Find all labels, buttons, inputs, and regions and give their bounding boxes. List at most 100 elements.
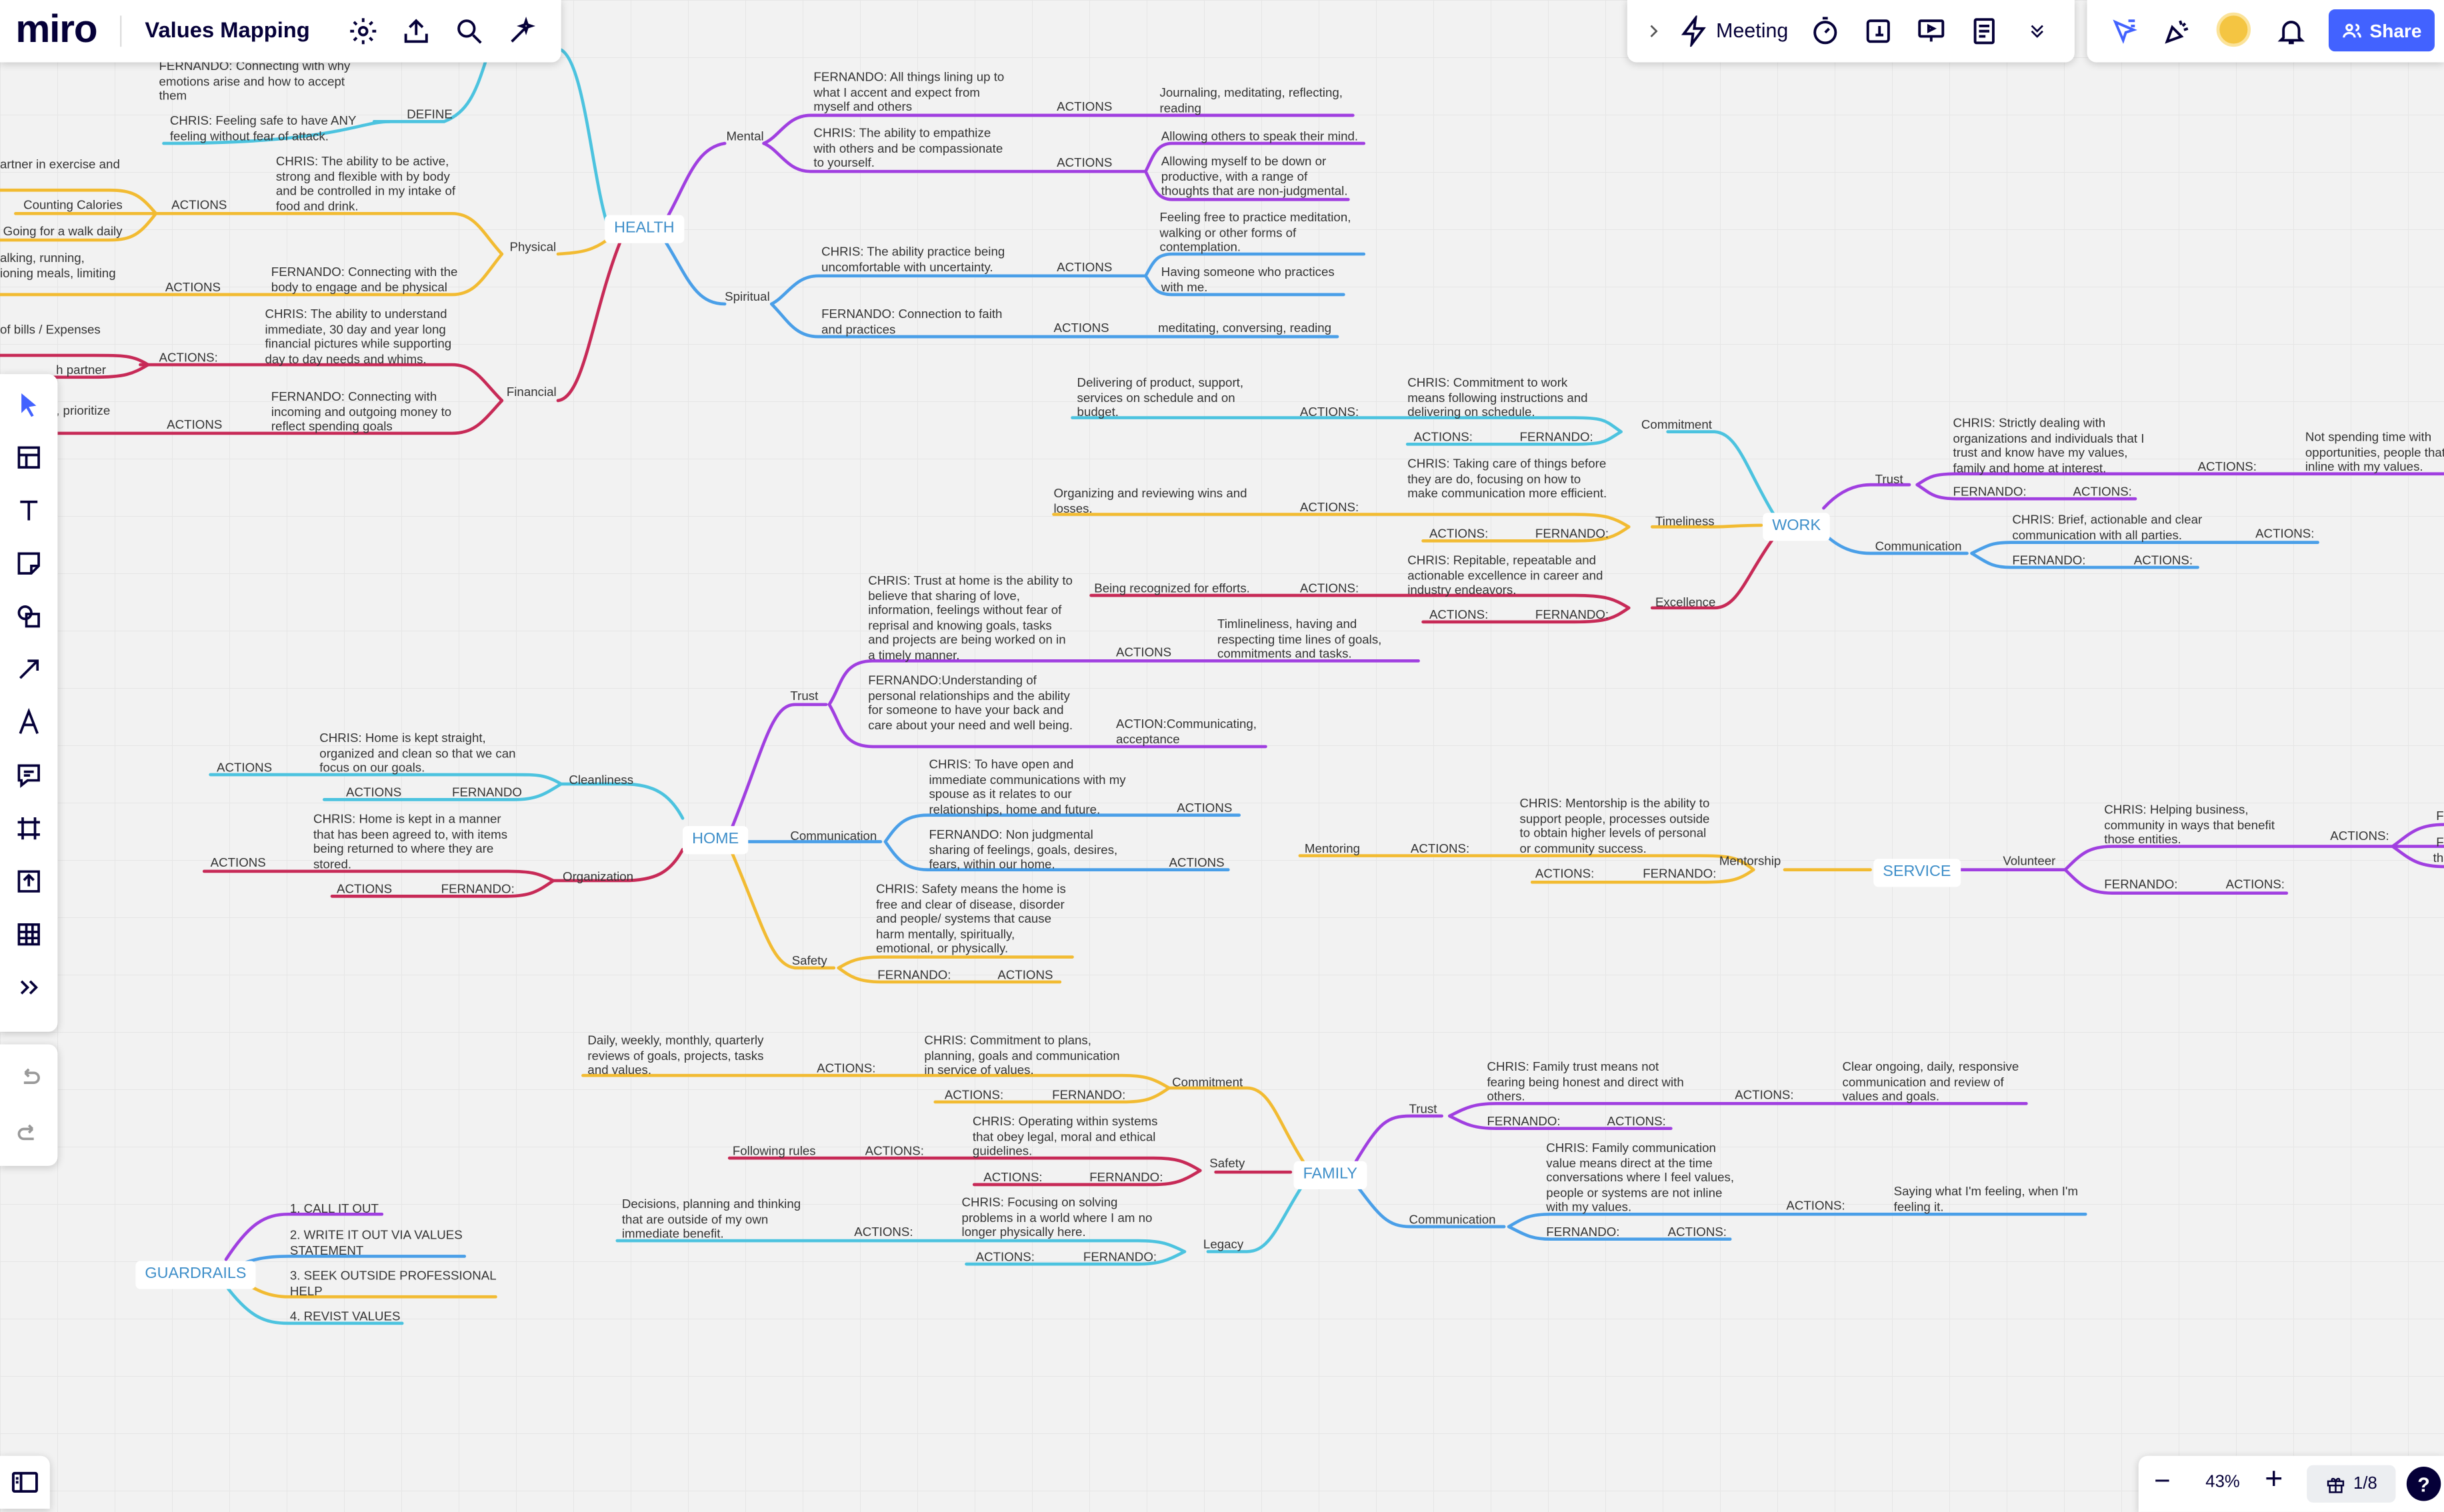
mindmap-node[interactable]: FERNANDO: Connecting with why emotions a…	[159, 59, 351, 103]
presentation-icon[interactable]	[1908, 8, 1955, 55]
mindmap-node[interactable]: Delivering of product, support, services…	[1077, 375, 1244, 420]
mindmap-node[interactable]: FERNANDO: Connecting with the body to en…	[271, 265, 458, 294]
mindmap-node[interactable]: ACTIONS:	[2133, 553, 2193, 568]
mindmap-node[interactable]: artner in exercise and	[0, 157, 120, 172]
mindmap-node[interactable]: FERNANDO:	[1953, 485, 2027, 499]
magic-wand-icon[interactable]	[499, 8, 545, 55]
mindmap-node[interactable]: ACTIONS	[1116, 645, 1172, 659]
miro-logo[interactable]: miro	[15, 7, 97, 52]
mindmap-node[interactable]: FERNANDO:Understanding of personal relat…	[868, 673, 1073, 733]
mindmap-node[interactable]: Going for a walk daily	[3, 224, 123, 239]
mindmap-node[interactable]: F	[2436, 835, 2444, 850]
mindmap-node[interactable]: ACTIONS:	[1535, 866, 1595, 881]
mindmap-node[interactable]: DEFINE	[407, 107, 453, 122]
hub-family[interactable]: FAMILY	[1293, 1161, 1367, 1189]
chevron-double-down-icon[interactable]	[2014, 8, 2061, 55]
mindmap-node[interactable]: 4. REVIST VALUES	[289, 1309, 401, 1323]
bell-icon[interactable]	[2268, 8, 2315, 55]
mindmap-node[interactable]: CHRIS: Family communication value means …	[1546, 1141, 1735, 1215]
mindmap-node[interactable]: FERNANDO:	[1052, 1087, 1126, 1102]
mindmap-node[interactable]: ACTIONS:	[1413, 430, 1473, 445]
mindmap-node[interactable]: ACTIONS	[210, 855, 266, 870]
meeting-button[interactable]: Meeting	[1716, 19, 1789, 43]
mindmap-node[interactable]: Daily, weekly, monthly, quarterly review…	[587, 1033, 764, 1077]
mindmap-node[interactable]: , prioritize	[56, 403, 111, 418]
mindmap-node[interactable]: Cleanliness	[569, 773, 634, 787]
mindmap-node[interactable]: ACTIONS:	[2330, 829, 2389, 843]
mindmap-node[interactable]: ACTIONS	[1057, 99, 1113, 114]
mindmap-node[interactable]: ACTIONS:	[817, 1061, 876, 1076]
mindmap-node[interactable]: FERNANDO:	[1083, 1250, 1157, 1265]
shapes-icon[interactable]	[0, 589, 58, 642]
mindmap-node[interactable]: ACTIONS	[167, 417, 223, 432]
mindmap-node[interactable]: Safety	[1209, 1156, 1245, 1171]
mindmap-node[interactable]: ACTIONS:	[854, 1225, 913, 1239]
mindmap-node[interactable]: Communication	[790, 829, 877, 843]
avatar[interactable]	[2216, 12, 2251, 47]
mindmap-node[interactable]: ACTIONS	[171, 197, 227, 212]
mindmap-node[interactable]: Decisions, planning and thinking that ar…	[621, 1197, 801, 1241]
mindmap-node[interactable]: CHRIS: The ability to be active, strong …	[275, 154, 456, 213]
mindmap-node[interactable]: CHRIS: Home is kept in a manner that has…	[313, 812, 508, 871]
more-tools-icon[interactable]	[0, 960, 58, 1013]
mindmap-node[interactable]: ACTIONS	[1057, 260, 1113, 275]
mindmap-node[interactable]: Trust	[1875, 472, 1903, 487]
hub-home[interactable]: HOME	[683, 826, 749, 855]
mindmap-node[interactable]: FERNANDO:	[1487, 1114, 1561, 1129]
mindmap-node[interactable]: CHRIS: Mentorship is the ability to supp…	[1519, 796, 1710, 856]
mindmap-node[interactable]: Safety	[791, 953, 827, 968]
mindmap-node[interactable]: Spiritual	[725, 289, 770, 304]
mindmap-node[interactable]: FERNANDO:	[2012, 553, 2086, 568]
mindmap-node[interactable]: Saying what I'm feeling, when I'm feelin…	[1893, 1184, 2079, 1214]
mindmap-node[interactable]: CHRIS: The ability to understand immedia…	[265, 307, 452, 366]
hub-health[interactable]: HEALTH	[605, 215, 684, 243]
mindmap-node[interactable]: Timlineliness, having and respecting tim…	[1217, 617, 1382, 661]
mindmap-node[interactable]: FERNANDO:	[877, 967, 951, 982]
mindmap-node[interactable]: CHRIS: Operating within systems that obe…	[972, 1114, 1158, 1159]
mindmap-node[interactable]: Commitment	[1172, 1075, 1243, 1090]
hub-work[interactable]: WORK	[1763, 513, 1831, 541]
help-button[interactable]: ?	[2406, 1467, 2441, 1501]
mindmap-node[interactable]: Commitment	[1641, 417, 1712, 432]
mindmap-node[interactable]: FERNANDO:	[1089, 1170, 1163, 1185]
upload-tool-icon[interactable]	[0, 854, 58, 907]
mindmap-node[interactable]: CHRIS: Focusing on solving problems in a…	[961, 1195, 1153, 1240]
mindmap-node[interactable]: FERNANDO:	[441, 882, 515, 897]
mindmap-node[interactable]: CHRIS: Brief, actionable and clear commu…	[2012, 513, 2203, 542]
board-title[interactable]: Values Mapping	[145, 17, 310, 43]
mindmap-node[interactable]: CHRIS: Safety means the home is free and…	[875, 882, 1066, 957]
mindmap-node[interactable]: ACTIONS:	[1299, 500, 1359, 515]
pen-tool-icon[interactable]	[0, 695, 58, 748]
mindmap-node[interactable]: Trust	[1409, 1101, 1437, 1117]
mindmap-node[interactable]: ACTIONS:	[975, 1250, 1035, 1265]
mindmap-node[interactable]: Organization	[563, 869, 634, 884]
board-sidebar-toggle[interactable]	[0, 1455, 50, 1509]
mindmap-node[interactable]: CHRIS: Family trust means not fearing be…	[1487, 1059, 1684, 1104]
mindmap-node[interactable]: ACTIONS:	[1410, 841, 1470, 856]
voting-icon[interactable]	[1855, 8, 1901, 55]
mindmap-node[interactable]: ACTIONS:	[159, 351, 218, 365]
mindmap-node[interactable]: CHRIS: Home is kept straight, organized …	[319, 731, 516, 775]
mindmap-node[interactable]: meditating, conversing, reading	[1158, 321, 1332, 335]
mindmap-node[interactable]: ACTIONS:	[983, 1170, 1043, 1185]
mindmap-node[interactable]: Counting Calories	[23, 197, 123, 212]
mindmap-node[interactable]: ACTIONS:	[1735, 1087, 1794, 1102]
mindmap-node[interactable]: Legacy	[1203, 1237, 1244, 1252]
text-tool-icon[interactable]	[0, 483, 58, 536]
mindmap-node[interactable]: ACTIONS:	[1607, 1114, 1666, 1129]
mindmap-node[interactable]: Having someone who practices with me.	[1161, 265, 1335, 294]
mindmap-node[interactable]: of bills / Expenses	[0, 322, 101, 337]
mindmap-node[interactable]: ACTIONS	[1177, 801, 1233, 815]
mindmap-node[interactable]: alking, running, ioning meals, limiting	[0, 251, 116, 280]
mindmap-node[interactable]: FERNANDO: Non judgmental sharing of feel…	[929, 827, 1118, 872]
zoom-in-button[interactable]: +	[2265, 1462, 2283, 1497]
mindmap-node[interactable]: CHRIS: Feeling safe to have ANY feeling …	[169, 113, 357, 143]
chevron-right-icon[interactable]	[1631, 8, 1677, 55]
mindmap-node[interactable]: ACTIONS:	[1429, 607, 1489, 622]
mindmap-node[interactable]: 1. CALL IT OUT	[289, 1201, 379, 1216]
redo-icon[interactable]	[0, 1107, 58, 1159]
mindmap-node[interactable]: Following rules	[732, 1144, 816, 1159]
notes-icon[interactable]	[1961, 8, 2007, 55]
mindmap-node[interactable]: ACTIONS:	[2073, 485, 2132, 499]
